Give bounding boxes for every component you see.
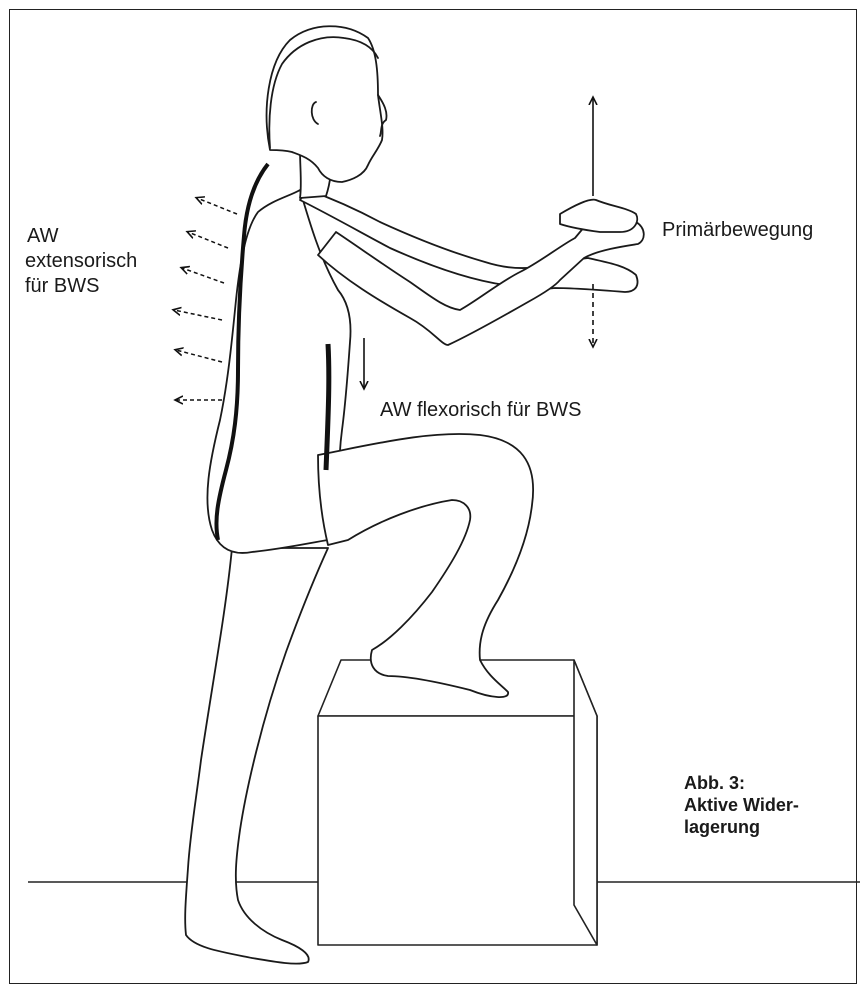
extensor-arrow-2 xyxy=(188,232,228,248)
label-extensor-line2: extensorisch xyxy=(25,249,137,274)
extensor-arrow-5 xyxy=(176,350,222,362)
step-box xyxy=(318,660,597,945)
label-flexor: AW flexorisch für BWS xyxy=(380,398,582,423)
spine-line-front xyxy=(326,344,329,470)
label-extensor-line3: für BWS xyxy=(25,274,137,299)
figure-caption: Abb. 3: Aktive Wider- lagerung xyxy=(684,772,799,838)
extensor-arrow-4 xyxy=(174,310,222,320)
extensor-arrow-3 xyxy=(182,268,224,283)
label-extensor: AW extensorisch für BWS xyxy=(25,224,137,299)
label-extensor-line1: AW xyxy=(25,224,137,249)
caption-line2: Aktive Wider- xyxy=(684,794,799,816)
caption-line3: lagerung xyxy=(684,816,799,838)
extensor-arrow-1 xyxy=(197,198,237,214)
caption-line1: Abb. 3: xyxy=(684,772,799,794)
label-primary-movement: Primärbewegung xyxy=(662,218,813,243)
